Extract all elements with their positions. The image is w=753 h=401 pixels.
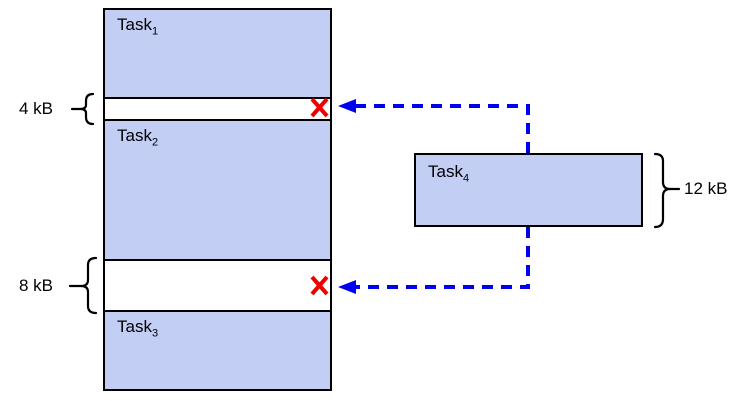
arrow-head-to-8kb-gap <box>338 280 356 294</box>
arrow-path-to-4kb-gap <box>352 104 530 153</box>
memory-free-gap-4kb <box>103 97 332 121</box>
memory-block-task3-label: Task3 <box>117 317 159 340</box>
task4-label-sub: 4 <box>462 172 470 185</box>
memory-block-task2 <box>103 119 332 261</box>
size-label-8kb: 8 kB <box>19 276 54 295</box>
task2-label-text: Task <box>117 126 152 145</box>
memory-block-task2-label: Task2 <box>117 126 159 149</box>
arrow-path-to-8kb-gap <box>352 227 530 289</box>
incoming-task4-label: Task4 <box>428 162 470 185</box>
size-label-12kb: 12 kB <box>684 179 728 198</box>
size-label-4kb: 4 kB <box>19 99 54 118</box>
brace-4kb <box>78 92 95 126</box>
brace-8kb <box>79 256 98 315</box>
brace-12kb <box>653 152 672 229</box>
memory-block-task1-label: Task1 <box>117 15 159 38</box>
task1-label-text: Task <box>117 15 152 34</box>
memory-block-task3 <box>103 310 332 391</box>
arrow-head-to-4kb-gap <box>338 99 356 113</box>
memory-free-gap-8kb <box>103 259 332 312</box>
task3-label-text: Task <box>117 317 152 336</box>
memory-block-task1 <box>103 8 332 99</box>
task4-label-text: Task <box>428 162 463 181</box>
task3-label-sub: 3 <box>151 327 159 340</box>
task1-label-sub: 1 <box>151 25 159 38</box>
incoming-task4-box <box>414 153 643 227</box>
task2-label-sub: 2 <box>151 136 159 149</box>
